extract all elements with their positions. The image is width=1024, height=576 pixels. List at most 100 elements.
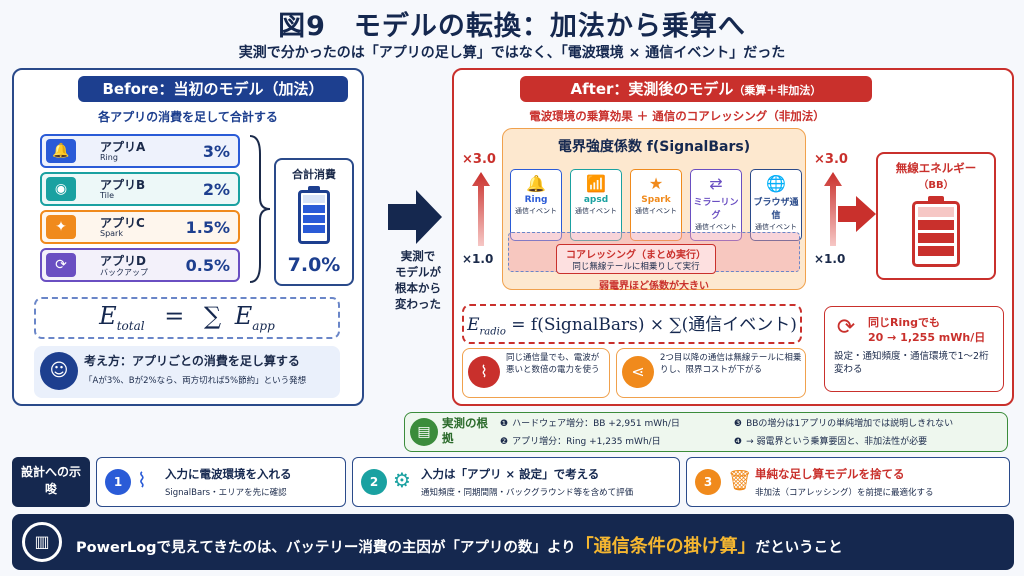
app-percent: 2% xyxy=(202,180,230,199)
sum-brace xyxy=(249,135,271,283)
event-card: 📶 apsd 通信イベント xyxy=(570,169,622,241)
evidence-item: ❹→ 弱電界という乗算要因と、非加法性が必要 xyxy=(734,434,927,447)
formula-radio-rhs: = f(SignalBars) × ∑(通信イベント) xyxy=(511,315,797,335)
event-card: ⇄ミラーリング通信イベント xyxy=(690,169,742,241)
app-icon: ✦ xyxy=(46,215,76,239)
note2-text: 2つ目以降の通信は無線テールに相乗りし、限界コストが下がる xyxy=(660,353,802,375)
weak-signal-note: 弱電界ほど係数が大きい xyxy=(599,281,709,292)
coalesce-text: 同じ無線テールに相乗りして実行 xyxy=(572,262,700,272)
implication-text: SignalBars・エリアを先に確認 xyxy=(165,488,287,498)
app-name: アプリB xyxy=(100,178,146,192)
app-name: アプリD xyxy=(100,254,146,268)
implications-label: 設計への示唆 xyxy=(20,465,81,496)
footer-post: だということ xyxy=(755,540,843,556)
after-header-title: After：実測後のモデル xyxy=(570,80,734,98)
event-name: Ring xyxy=(524,195,548,205)
page-subtitle: 実測で分かったのは「アプリの足し算」ではなく、「電波環境 × 通信イベント」だっ… xyxy=(238,45,786,61)
implication-text: 非加法（コアレッシング）を前提に最適化する xyxy=(755,488,934,498)
mult-bottom-right: ×1.0 xyxy=(814,252,846,266)
mult-bottom-left: ×1.0 xyxy=(462,252,494,266)
event-icon: ★ xyxy=(648,174,664,193)
after-formula: Eradio = f(SignalBars) × ∑(通信イベント) xyxy=(462,310,802,337)
ring-compare-box xyxy=(824,306,1004,392)
footer-text: PowerLogで見えてきたのは、バッテリー消費の主因が「アプリの数」より「通信… xyxy=(76,532,1006,558)
event-card: 🔔 Ring 通信イベント xyxy=(510,169,562,241)
formula-e-app-sub: app xyxy=(252,318,275,333)
idea-title: 考え方：アプリごとの消費を足し算する xyxy=(84,354,300,368)
event-sub: 通信イベント xyxy=(635,207,677,215)
evidence-number: ❹ xyxy=(734,437,743,447)
evidence-label: 実測の根拠 xyxy=(442,416,488,445)
coef-title: 電界強度係数 f(SignalBars) xyxy=(557,139,751,155)
after-caption: 電波環境の乗算効果 ＋ 通信のコアレッシング（非加法） xyxy=(529,109,825,123)
implications-label-box xyxy=(12,457,90,507)
event-name: Spark xyxy=(641,195,671,205)
app-name: アプリA xyxy=(100,140,146,154)
app-percent: 3% xyxy=(202,142,230,161)
before-header: Before：当初のモデル（加法） xyxy=(78,76,348,102)
implication-number: 3 xyxy=(695,469,721,495)
coalesce-title: コアレッシング（まとめ実行） xyxy=(566,250,706,261)
after-header: After：実測後のモデル（乗算＋非加法） xyxy=(520,76,872,102)
radio-energy-label: 無線エネルギー xyxy=(895,161,977,175)
implication-card: 3🗑単純な足し算モデルを捨てる非加法（コアレッシング）を前提に最適化する xyxy=(686,457,1010,507)
mult-top-left: ×3.0 xyxy=(462,152,496,167)
app-icon: ◉ xyxy=(46,177,76,201)
head-icon: ☺ xyxy=(40,352,78,390)
implication-text: 通知頻度・同期間隔・バックグラウンド等を含めて評価 xyxy=(421,488,634,498)
formula-e-radio-sub: radio xyxy=(479,326,506,338)
event-icon: 🔔 xyxy=(526,174,546,193)
radio-energy-sub: （BB） xyxy=(918,180,954,191)
footer-bar xyxy=(12,514,1014,570)
event-sub: 通信イベント xyxy=(575,207,617,215)
implication-icon: 🗑 xyxy=(727,468,753,492)
app-sub: Ring xyxy=(100,153,118,162)
implication-icon: ⚙ xyxy=(393,468,411,492)
mult-arrow-right xyxy=(824,172,842,246)
event-sub: 通信イベント xyxy=(515,207,557,215)
analytics-icon: ▥ xyxy=(22,522,62,562)
evidence-number: ❶ xyxy=(500,419,509,429)
share-icon: ⋖ xyxy=(622,356,654,388)
app-icon: ⟳ xyxy=(46,253,76,277)
implication-number: 1 xyxy=(105,469,131,495)
mult-arrow-left xyxy=(472,172,490,246)
formula-e-total: E xyxy=(99,302,117,330)
formula-sum: ∑ xyxy=(203,302,222,330)
result-arrow xyxy=(838,196,876,232)
footer-pre: PowerLogで見えてきたのは、バッテリー消費の主因が「アプリの数」より xyxy=(76,540,576,556)
ring-text: 設定・通知頻度・通信環境で1〜2桁変わる xyxy=(834,351,989,375)
evidence-box xyxy=(404,412,1008,452)
page-title: 図9 モデルの転換：加法から乗算へ xyxy=(278,11,746,42)
coalesce-label-box xyxy=(556,244,716,274)
evidence-text: → 弱電界という乗算要因と、非加法性が必要 xyxy=(746,437,928,447)
event-name: ブラウザ通信 xyxy=(753,198,799,221)
cycle-icon: ⟳ xyxy=(836,315,856,340)
formula-e-app: E xyxy=(234,302,253,330)
event-name: apsd xyxy=(583,195,609,205)
app-sub: Tile xyxy=(100,191,115,200)
event-sub: 通信イベント xyxy=(695,223,737,231)
clipboard-icon: ▤ xyxy=(410,418,438,446)
battery-icon xyxy=(298,186,330,244)
formula-equals: = xyxy=(164,302,185,330)
transition-arrow xyxy=(388,190,442,244)
before-formula: Etotal = ∑ Eapp xyxy=(34,302,340,333)
total-value: 7.0% xyxy=(287,254,341,276)
event-icon: 📶 xyxy=(586,174,606,193)
evidence-text: BBの増分は1アプリの単純増加では説明しきれない xyxy=(746,419,954,429)
after-header-sub: （乗算＋非加法） xyxy=(733,84,822,97)
implication-title: 入力に電波環境を入れる xyxy=(165,467,292,481)
event-sub: 通信イベント xyxy=(755,223,797,231)
event-icon: ⇄ xyxy=(709,174,723,193)
note1-text: 同じ通信量でも、電波が悪いと数倍の電力を使う xyxy=(506,353,600,375)
transition-text: 実測で モデルが 根本から 変わった xyxy=(395,249,441,311)
app-percent: 1.5% xyxy=(185,218,230,237)
event-icon: 🌐 xyxy=(766,174,786,193)
